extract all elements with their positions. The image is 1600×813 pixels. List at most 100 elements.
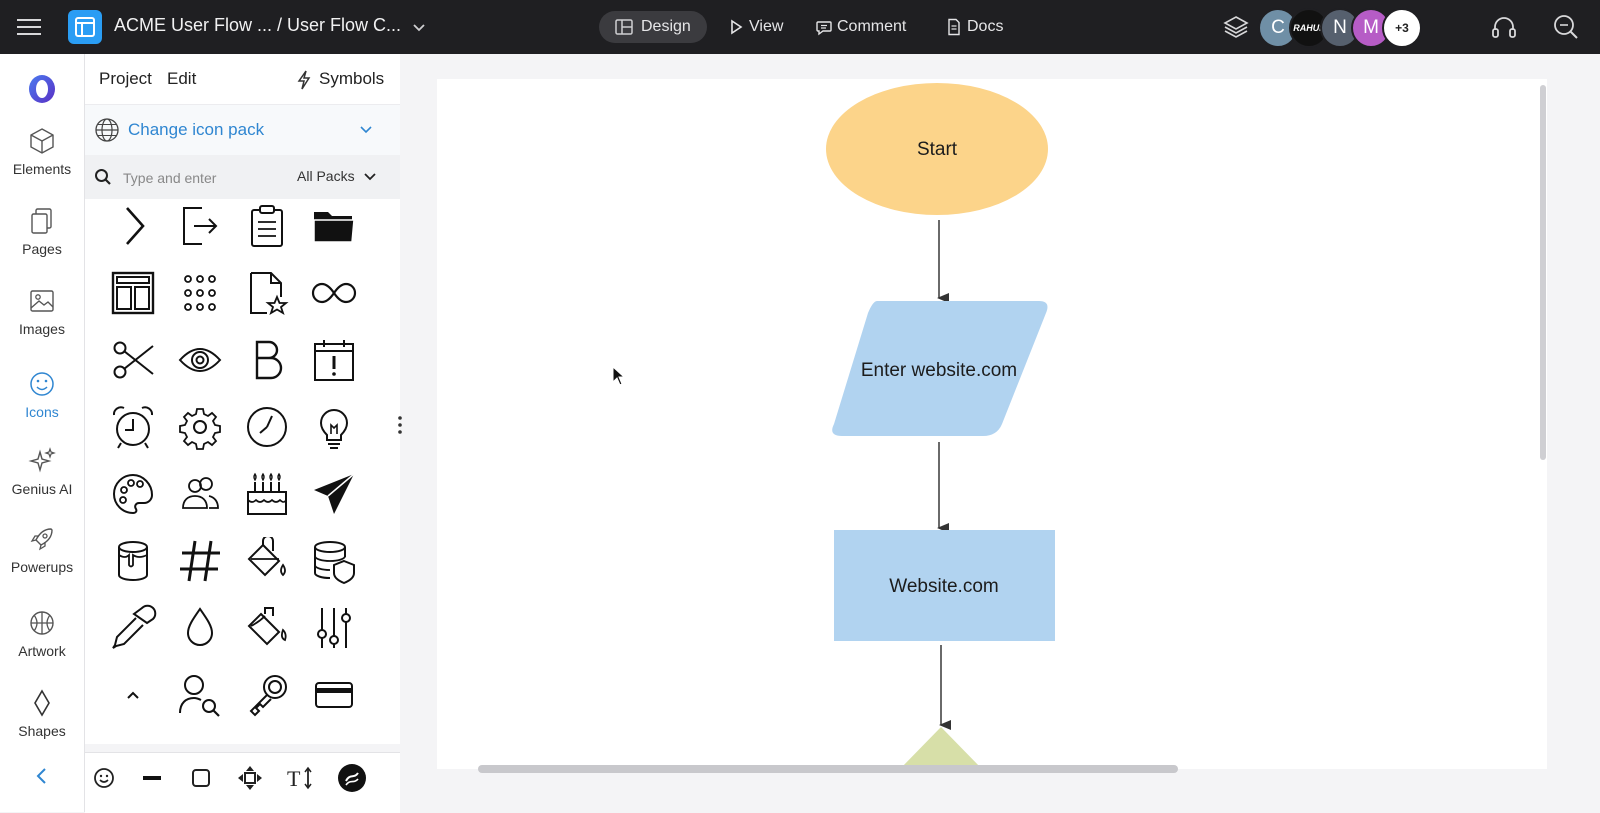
grid-dots-icon[interactable] (176, 269, 224, 317)
rail-item-label: Shapes (18, 723, 66, 739)
rail-item-images[interactable]: Images (0, 286, 84, 337)
move-tool-icon[interactable] (235, 763, 265, 793)
app-logo-icon[interactable] (68, 10, 102, 44)
avatar[interactable]: N (1320, 8, 1360, 48)
gear-icon[interactable] (176, 403, 224, 451)
fill-bucket-icon[interactable] (243, 537, 291, 585)
tab-project[interactable]: Project (99, 69, 152, 88)
palette-icon[interactable] (109, 470, 157, 518)
icon-search-bar: All Packs (85, 155, 400, 199)
rail-item-shapes[interactable]: Shapes (0, 688, 84, 739)
more-vertical-icon[interactable] (395, 414, 405, 436)
layers-icon[interactable] (1222, 14, 1250, 40)
layout-icon[interactable] (109, 269, 157, 317)
rail-item-icons[interactable]: Icons (0, 369, 84, 420)
clipboard-icon[interactable] (243, 202, 291, 250)
comment-icon (816, 21, 832, 36)
start-node[interactable] (826, 83, 1048, 215)
line-tool-icon[interactable] (137, 763, 167, 793)
rectangle-tool-icon[interactable] (186, 763, 216, 793)
rail-item-genius-ai[interactable]: Genius AI (0, 446, 84, 497)
clock-icon[interactable] (243, 403, 291, 451)
decision-node[interactable] (900, 727, 982, 769)
sliders-icon[interactable] (310, 604, 358, 652)
icon-search-input[interactable] (121, 163, 295, 193)
rail-item-elements[interactable]: Elements (0, 126, 84, 177)
tab-edit[interactable]: Edit (167, 69, 197, 88)
mode-label: Design (641, 18, 691, 35)
chevron-left-icon[interactable] (30, 764, 54, 788)
document-title[interactable]: ACME User Flow ... / User Flow C... (114, 15, 402, 35)
left-rail: Elements Pages Images Icons Genius AI (0, 54, 85, 812)
smiley-icon[interactable] (89, 763, 119, 793)
hashtag-icon[interactable] (176, 537, 224, 585)
bold-icon[interactable] (243, 336, 291, 384)
more-collaborators-badge[interactable]: +3 (1382, 8, 1422, 48)
start-node-label: Start (916, 139, 958, 160)
process-node-label: Website.com (889, 576, 999, 597)
icon-pack-label: Change icon pack (128, 120, 265, 139)
paper-plane-icon[interactable] (310, 470, 358, 518)
text-tool-icon[interactable]: T (285, 763, 315, 793)
drop-icon[interactable] (176, 604, 224, 652)
rail-item-powerups[interactable]: Powerups (0, 524, 84, 575)
smiley-icon (30, 372, 54, 396)
paint-bucket-icon[interactable] (109, 537, 157, 585)
rail-item-label: Elements (12, 161, 72, 177)
packs-label: All Packs (297, 168, 355, 184)
user-search-icon[interactable] (176, 671, 224, 719)
alarm-clock-icon[interactable] (109, 403, 157, 451)
database-shield-icon[interactable] (310, 537, 358, 585)
key-icon[interactable] (243, 671, 291, 719)
change-icon-pack-dropdown[interactable]: Change icon pack (85, 104, 400, 156)
scissors-icon[interactable] (109, 336, 157, 384)
bottom-toolbar: T (85, 752, 400, 813)
cake-icon[interactable] (243, 470, 291, 518)
document-icon (948, 18, 960, 36)
eye-icon[interactable] (176, 336, 224, 384)
rail-item-label: Genius AI (11, 481, 73, 497)
tab-symbols[interactable]: Symbols (295, 69, 384, 90)
all-packs-dropdown[interactable]: All Packs (297, 168, 377, 184)
top-bar: ACME User Flow ... / User Flow C... Desi… (0, 0, 1600, 54)
file-star-icon[interactable] (243, 269, 291, 317)
users-icon[interactable] (176, 470, 224, 518)
process-node[interactable] (834, 530, 1055, 641)
play-icon (731, 19, 743, 35)
credit-card-icon[interactable] (310, 671, 358, 719)
mode-comment[interactable]: Comment (807, 11, 906, 43)
chevron-down-icon (360, 126, 372, 134)
cube-icon (30, 128, 54, 154)
mode-view[interactable]: View (719, 11, 783, 43)
mode-label: Comment (837, 18, 907, 35)
calendar-alert-icon[interactable] (310, 336, 358, 384)
brand-badge-icon[interactable] (337, 763, 367, 793)
menu-icon[interactable] (14, 13, 44, 41)
basketball-icon (30, 611, 54, 635)
brand-logo-icon[interactable] (26, 73, 58, 105)
sign-out-icon[interactable] (176, 202, 224, 250)
mode-design[interactable]: Design (599, 11, 707, 43)
mode-label: Docs (967, 18, 1004, 35)
headset-icon[interactable] (1490, 13, 1518, 41)
chevron-right-icon[interactable] (109, 202, 157, 250)
rail-item-artwork[interactable]: Artwork (0, 608, 84, 659)
horizontal-scrollbar[interactable] (478, 765, 1178, 773)
paint-pour-icon[interactable] (243, 604, 291, 652)
input-node[interactable] (832, 301, 1048, 436)
lightbulb-icon[interactable] (310, 403, 358, 451)
rail-item-pages[interactable]: Pages (0, 206, 84, 257)
rail-item-label: Pages (22, 241, 62, 257)
caret-up-icon[interactable] (109, 671, 157, 719)
eyedropper-icon[interactable] (109, 604, 157, 652)
rail-item-label: Icons (25, 404, 59, 420)
mode-docs[interactable]: Docs (937, 11, 1003, 43)
zoom-search-icon[interactable] (1552, 13, 1580, 41)
folder-icon[interactable] (310, 202, 358, 250)
vertical-scrollbar[interactable] (1540, 85, 1546, 460)
svg-text:T: T (287, 766, 301, 791)
mode-label: View (749, 18, 784, 35)
infinity-icon[interactable] (310, 269, 358, 317)
chevron-down-icon[interactable] (412, 21, 426, 35)
chevron-down-icon (363, 173, 376, 181)
